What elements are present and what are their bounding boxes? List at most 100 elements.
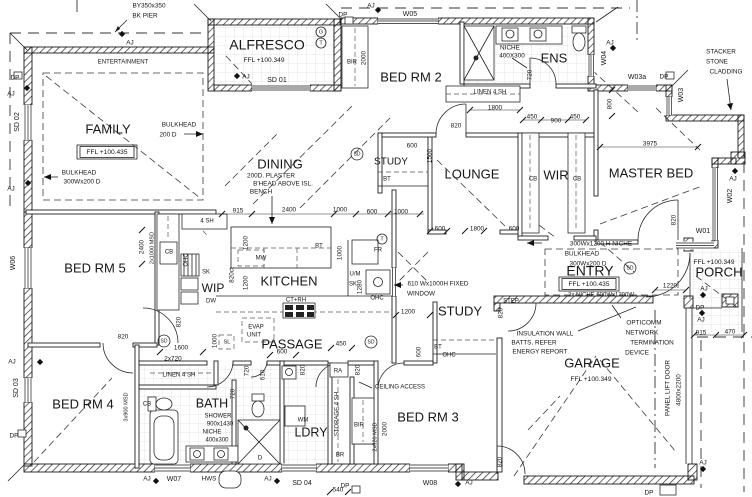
plan-label: W07 [167,476,182,483]
plan-label: SHOWER [205,414,233,420]
plan-label: BT [434,345,442,351]
window-w06 [23,248,33,288]
plan-label: 900x1430 [207,422,234,428]
ffl-box [76,144,138,160]
plan-label: 400x300 [205,438,229,444]
door-ens [529,57,557,85]
room-label-ldry: LDRY [294,425,328,439]
room-label-passage: PASSAGE [261,336,323,351]
plan-label: 600 [416,346,423,357]
aj-marker [233,72,241,80]
plan-label: 1000 [333,207,348,214]
plan-label: SK [202,270,210,276]
plan-label: 600 [407,143,418,150]
plan-label: BULKHEAD [62,170,97,177]
room-label-bed-rm-2: BED RM 2 [380,69,441,84]
plan-label: 610 Wx1000H FIXED [407,281,468,288]
room-label-ens: ENS [541,50,568,65]
door-bed5 [102,342,134,374]
aj-marker [273,477,281,485]
circle-tag-g [315,26,327,38]
room-label-study: STUDY [438,303,482,318]
plan-label: CEILING ACCESS [375,385,425,391]
fixtures [13,16,743,496]
door-entry [645,252,691,298]
window-w08 [410,463,448,473]
aj-marker [36,358,44,366]
plan-label: 1800 [488,105,503,112]
ffl-label: FFL +100.435 [87,149,128,156]
plan-label: CB [573,177,581,183]
window-w05 [378,17,438,25]
window-fixed-610 [391,268,398,296]
plan-label: 1200 [243,275,250,290]
plan-label: AJ [367,3,374,10]
plan-label: BIR [354,423,365,429]
plan-label: AJ [143,476,150,483]
plan-label: BR [336,453,345,459]
plan-label: W02 [727,189,734,204]
plan-label: DP [696,305,705,312]
plan-label: AJ [7,91,14,98]
plan-label: 820 [671,214,678,225]
plan-label: 540 [333,487,344,494]
plan-label: 1280 [357,279,364,294]
door-bed2 [435,103,467,135]
plan-label: DP [339,12,348,19]
plan-label: FR [374,248,383,254]
plan-label: W04 [601,51,608,66]
plan-label: 1800 [470,226,485,233]
room-label-family: FAMILY [85,121,131,136]
door-garage-internal [507,302,537,332]
plan-label: BULKHEAD [565,251,600,258]
plan-label: AJ [465,480,472,487]
plan-label: LINEN 4 SH [474,90,507,96]
plan-label: 820 [355,364,362,375]
plan-label: 820 [451,123,462,130]
plan-label: 600 [367,209,378,216]
plan-label: 820 [300,364,307,375]
plan-label: BENCH [250,189,273,196]
plan-label: 820ct [229,267,236,283]
plan-label: MW [256,256,267,262]
plan-label: BY350x350 [132,3,165,10]
plan-label: OPTICOMM [626,320,661,327]
plan-label: D [258,456,263,462]
plan-label: AJ [699,460,706,467]
circle-tag-label: G [319,29,323,35]
plan-label: DP [660,74,669,81]
plan-label: TERMINATION [630,340,674,347]
plan-label: 300Wx1200 H NICHE [570,241,632,248]
plan-label: DP [10,433,19,440]
windows [23,17,719,473]
plan-label: ENERGY REPORT [512,349,567,356]
plan-label: 450 [570,114,581,121]
plan-label: 3x900 MSD [123,392,129,421]
window-w01 [676,241,714,250]
plan-label: 3975 [643,141,658,148]
plan-label: OHC [370,296,384,302]
plan-label: INSULATION WALL [517,331,574,338]
window-w03 [665,97,673,115]
aj-marker [731,167,739,175]
plan-label: 2x1000 MSD [149,232,155,264]
plan-label: AJ [729,176,736,183]
plan-label: NICHE [203,430,222,436]
plan-label: WM [298,418,309,424]
plan-label: SK [349,282,357,288]
plan-label: W03a [628,74,646,81]
room-label-bath: BATH [196,396,228,410]
ffl-label: FFL +100.349 [694,259,735,266]
circle-tag-t [315,37,327,49]
aj-marker [24,179,32,187]
doors [102,57,691,475]
ffl-label: FFL +100.349 [571,376,612,383]
plan-label: 800 [607,98,614,109]
plan-label: BATTS. REFER [511,340,557,347]
plan-label: 600 [509,226,520,233]
plan-label: W06 [10,256,17,271]
plan-label: AJ [242,74,249,81]
